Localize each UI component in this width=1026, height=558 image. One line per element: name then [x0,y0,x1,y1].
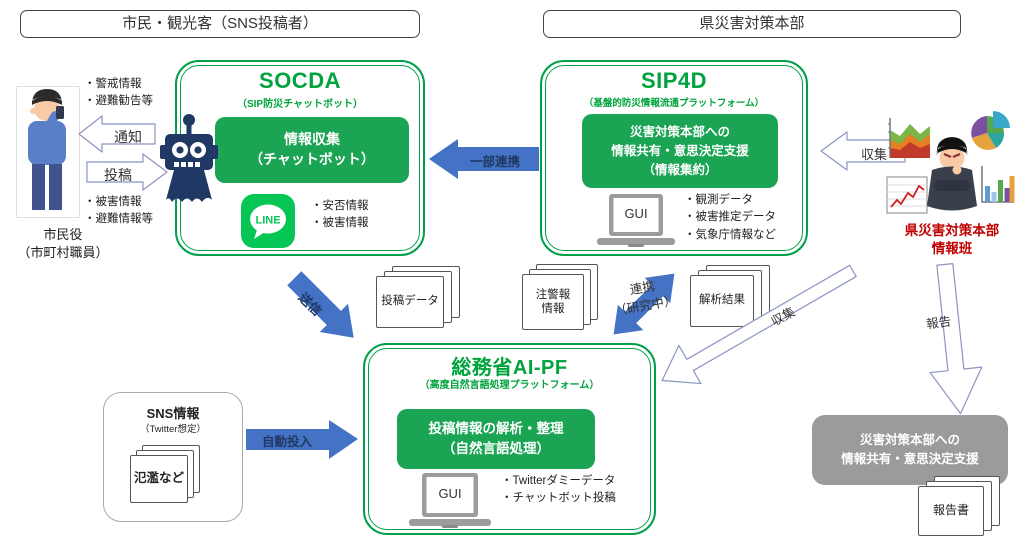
collect-right-label: 収集 [860,147,887,162]
decision-support-box: 災害対策本部への 情報共有・意思決定支援 [812,415,1008,485]
analysis-result-document: 解析結果 [690,265,774,331]
warning-info-document: 注警報 情報 [522,264,602,334]
post-arrow-label: 投稿 [104,167,132,183]
sns-box-title: SNS情報 [146,406,200,421]
partial-link-arrow [428,137,540,181]
send-arrow [278,262,370,354]
line-chart-icon [886,176,928,214]
auto-input-arrow [245,417,359,462]
auto-input-label: 自動投入 [261,435,312,449]
sns-info-box: SNS情報 （Twitter想定） 氾濫など [103,392,243,522]
notify-arrow [78,115,156,153]
report-document: 報告書 [918,476,1004,542]
line-app-icon: LINE [241,194,295,248]
chatbot-robot-icon [160,112,218,208]
sip4d-platform: SIP4D （基盤的防災情報流通プラットフォーム） 災害対策本部への 情報共有・… [540,60,808,256]
notify-bullets: ・警戒情報 ・避難勧告等 [84,78,153,108]
area-chart-icon [886,116,932,162]
sip4d-title: SIP4D [640,68,708,93]
aipf-function-box: 投稿情報の解析・整理 （自然言語処理） [397,409,595,469]
aipf-laptop-gui-icon: GUI [409,473,491,531]
sip4d-subtitle: （基盤的防災情報流通プラットフォーム） [583,98,765,109]
sip4d-bullets: ・観測データ ・被害推定データ ・気象庁情報など [684,194,776,241]
partial-link-label: 一部連携 [469,155,520,169]
report-arrow-label: 報告 [925,314,953,332]
socda-bullets: ・安否情報 ・被害情報 [311,200,369,230]
aipf-bullets: ・Twitterダミーデータ ・チャットボット投稿 [501,475,616,505]
post-data-document: 投稿データ [376,266,464,334]
sns-box-subtitle: （Twitter想定） [140,424,206,435]
citizen-caption: 市民役 （市町村職員） [17,227,109,260]
report-arrow [895,262,1005,424]
collect-diagonal-arrow [645,258,880,403]
aipf-subtitle: （高度自然言語処理プラットフォーム） [419,380,600,391]
header-prefecture: 県災害対策本部 [543,10,961,38]
socda-platform: SOCDA （SIP防災チャットボット） 情報収集 （チャットボット） LINE… [160,60,425,256]
pie-chart-icon [966,106,1016,156]
notify-arrow-label: 通知 [114,129,142,145]
post-bullets: ・被害情報 ・避難情報等 [84,196,153,226]
sip4d-laptop-gui-icon: GUI [597,194,675,250]
svg-text:LINE: LINE [255,215,280,227]
staff-person-icon [920,134,984,222]
socda-subtitle: （SIP防災チャットボット） [236,99,364,110]
staff-caption: 県災害対策本部 情報班 [904,223,1000,257]
aipf-title: 総務省AI-PF [451,357,568,379]
bar-chart-icon [978,164,1016,206]
link-research-arrow [598,258,690,350]
citizen-person-icon [16,86,80,218]
header-citizens: 市民・観光客（SNS投稿者） [20,10,420,38]
sip4d-function-box: 災害対策本部への 情報共有・意思決定支援 （情報集約） [582,114,778,188]
post-arrow [86,153,168,191]
socda-title: SOCDA [259,68,341,93]
flood-document: 氾濫など [130,445,204,511]
aipf-platform: 総務省AI-PF （高度自然言語処理プラットフォーム） 投稿情報の解析・整理 （… [363,343,656,535]
socda-function-box: 情報収集 （チャットボット） [215,117,409,183]
